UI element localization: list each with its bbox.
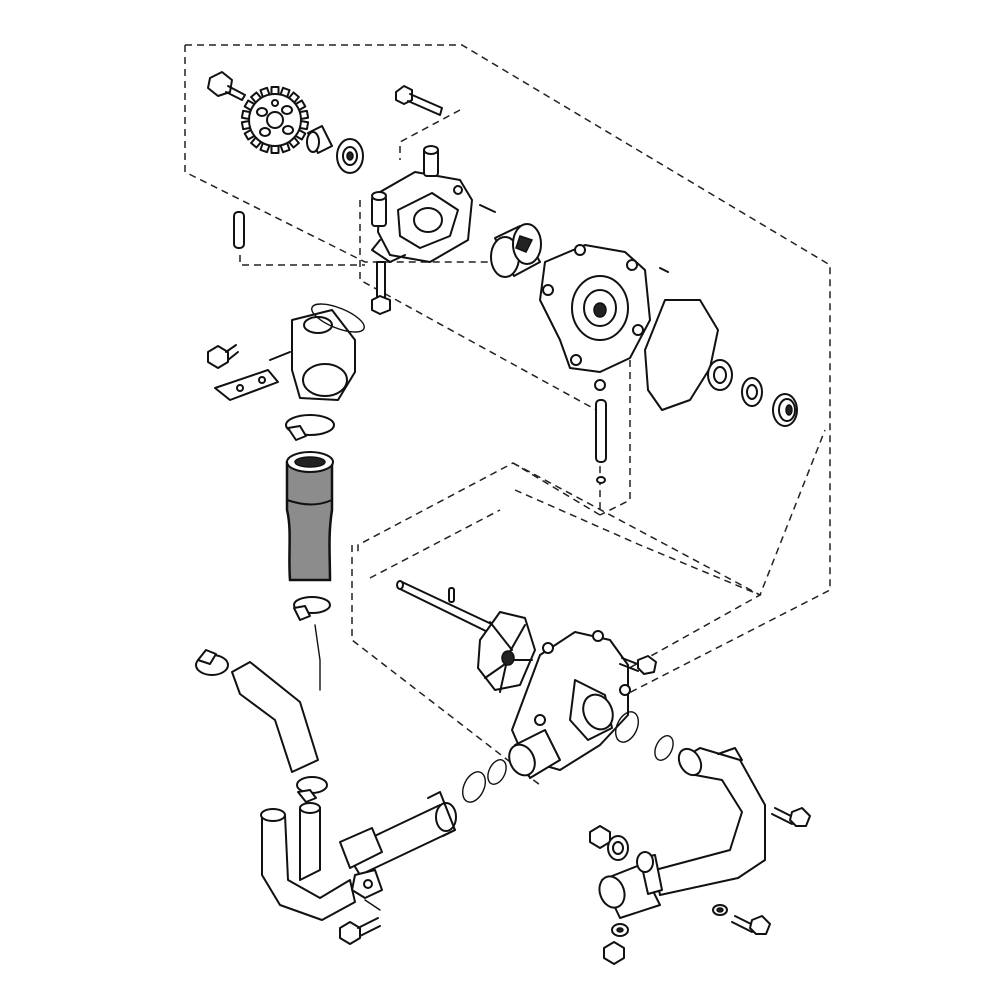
bolt-icon [395,85,443,116]
dowel-pin-icon [233,211,245,249]
coolant-pipe-icon [598,747,766,919]
pipe-right-bolt [771,807,811,827]
body-mount-bolt [371,261,391,315]
washer-icon [611,923,629,937]
o-ring-icon [487,759,507,785]
bearing-icon [707,359,733,391]
pump-body-icon [371,145,496,263]
water-pump-shaft-icon [396,580,501,637]
hose-clamp-icon [293,596,331,621]
sprocket-icon [240,86,310,154]
housing-bolt [619,655,657,675]
bolt-icon [731,915,771,935]
bracket-icon [214,369,279,401]
bolt-icon [339,917,381,945]
dowel-pin-icon [595,399,607,484]
coolant-pipe-icon [260,791,457,921]
lower-assembly-outline [351,489,762,786]
o-ring-icon [311,303,365,333]
washer-icon [741,377,763,407]
water-pump-housing-icon [508,630,631,779]
bolt-icon [771,807,811,827]
coolant-hose-icon [285,451,334,582]
hose-clamp-icon [296,776,328,803]
leader-line [314,624,321,691]
pipe-bolt [339,899,381,945]
pump-cover-icon [539,244,669,391]
o-ring-icon [654,735,674,761]
bolt-icon [207,344,239,369]
impeller-icon [477,611,536,693]
thermostat-housing-icon [269,309,356,401]
hose-clamp-icon [195,649,229,676]
drain-plug-icon [589,825,611,849]
seal-icon [607,835,629,861]
bolt-icon [207,71,246,101]
bracket-bolt [207,344,239,369]
bolt-icon [619,655,657,675]
drain-plug-icon [603,941,625,965]
washer-icon [712,904,728,916]
coolant-hose-icon [231,661,319,773]
o-ring-icon [461,771,487,803]
sprocket-bolt [207,71,246,101]
gasket-icon [644,299,719,411]
bolt-icon [371,261,391,315]
bearing-icon [336,138,364,174]
pump-body-bolt [395,85,443,116]
seal-icon [772,393,798,427]
bushing-icon [306,125,333,154]
pipe-lower-bolt [731,915,771,935]
o-ring-icon [614,711,640,743]
rotor-icon [490,223,542,278]
hose-clamp-icon [285,414,335,441]
